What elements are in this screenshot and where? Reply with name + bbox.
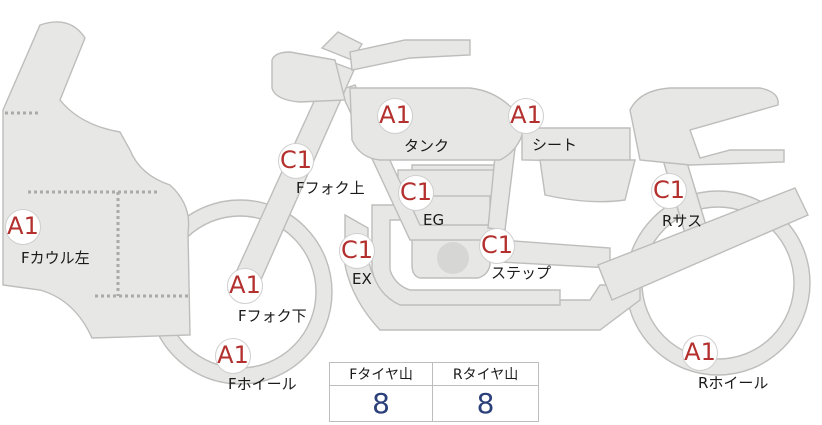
part-label-engine: EG [423,211,445,229]
grade-badge-step: C1 [479,228,515,264]
exhaust-pipe-inner-shape [371,204,561,306]
grade-badge-r-suspension: C1 [651,173,687,209]
grade-badge-f-fork-upper: C1 [278,143,314,179]
part-label-f-fork-upper: Fフォク上 [296,179,365,197]
grade-badge-tank: A1 [377,98,413,134]
rear-tread-header: Rタイヤ山 [432,361,539,387]
seat-cushion-shape [539,159,636,203]
grade-badge-f-cowl-left: A1 [5,209,41,245]
handlebar-grip-shape [349,39,471,71]
part-label-step: ステップ [491,264,552,282]
part-label-f-wheel: Fホイール [228,375,297,393]
rear-tread-value: 8 [432,385,539,422]
headlight-shape [271,51,346,103]
front-tread-header: Fタイヤ山 [328,361,434,387]
engine-cover-shape [437,242,469,274]
grade-badge-f-fork-lower: A1 [227,268,263,304]
front-tread-value: 8 [328,385,434,422]
tire-tread-header-row: Fタイヤ山 Rタイヤ山 [328,361,539,387]
grade-badge-f-wheel: A1 [215,338,251,374]
front-cowl-shape [2,21,191,339]
part-label-tank: タンク [404,137,450,155]
part-label-r-wheel: Rホイール [698,374,769,392]
part-label-exhaust: EX [352,270,372,288]
tire-tread-value-row: 8 8 [328,385,539,422]
part-label-f-fork-lower: Fフォク下 [238,307,307,325]
grade-badge-r-wheel: A1 [682,335,718,371]
part-label-seat: シート [532,136,578,154]
grade-badge-engine: C1 [398,175,434,211]
grade-badge-exhaust: C1 [339,233,375,269]
part-label-f-cowl-left: Fカウル左 [21,249,90,267]
part-label-r-suspension: Rサス [662,212,703,230]
grade-badge-seat: A1 [508,98,544,134]
muffler-shape [597,187,809,301]
tire-tread-table: Fタイヤ山 Rタイヤ山 8 8 [328,361,539,422]
tail-cowl-shape [629,87,785,166]
